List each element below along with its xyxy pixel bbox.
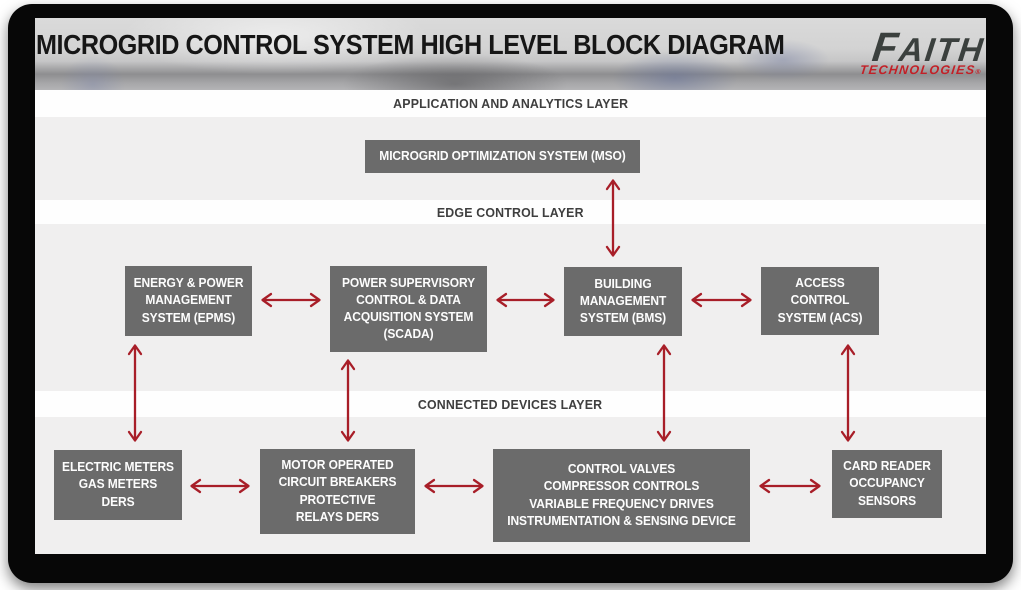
block-scada: POWER SUPERVISORY CONTROL & DATA ACQUISI…	[330, 266, 487, 352]
block-line: SYSTEM (EPMS)	[141, 310, 236, 325]
arrow-valves-card	[758, 478, 822, 494]
block-line: OCCUPANCY	[849, 476, 925, 491]
arrow-scada-breakers	[340, 358, 356, 443]
block-control-valves: CONTROL VALVES COMPRESSOR CONTROLS VARIA…	[493, 449, 750, 542]
diagram-card-frame: MICROGRID CONTROL SYSTEM HIGH LEVEL BLOC…	[8, 4, 1013, 583]
block-card-reader: CARD READER OCCUPANCY SENSORS	[832, 450, 942, 518]
block-line: GAS METERS	[78, 477, 158, 492]
layer-strip-devices: CONNECTED DEVICES LAYER	[35, 391, 986, 417]
block-line: CIRCUIT BREAKERS	[278, 475, 397, 490]
logo-subtext: TECHNOLOGIES®	[858, 62, 983, 77]
block-line: VARIABLE FREQUENCY DRIVES	[529, 496, 714, 511]
diagram-content: MICROGRID CONTROL SYSTEM HIGH LEVEL BLOC…	[35, 18, 986, 554]
logo-sub-label: TECHNOLOGIES	[858, 62, 977, 77]
layer-strip-edge: EDGE CONTROL LAYER	[35, 200, 986, 224]
block-acs: ACCESS CONTROL SYSTEM (ACS)	[761, 267, 879, 335]
logo-wordmark: FAITH	[860, 24, 986, 70]
block-line: MOTOR OPERATED	[281, 458, 394, 472]
block-line: BUILDING	[594, 276, 652, 291]
block-line: MANAGEMENT	[145, 293, 232, 308]
block-line: POWER SUPERVISORY	[341, 275, 476, 290]
block-line: ACCESS	[795, 276, 845, 291]
block-line: COMPRESSOR CONTROLS	[543, 479, 700, 494]
block-line: CONTROL VALVES	[567, 462, 676, 476]
block-line: PROTECTIVE	[299, 492, 376, 507]
block-line: INSTRUMENTATION & SENSING DEVICE	[507, 513, 736, 528]
arrow-mso-bms	[605, 178, 621, 258]
arrow-acs-card	[840, 343, 856, 443]
block-line: CONTROL	[790, 293, 850, 308]
arrow-epms-scada	[260, 292, 322, 308]
block-mso: MICROGRID OPTIMIZATION SYSTEM (MSO)	[365, 140, 640, 173]
block-bms: BUILDING MANAGEMENT SYSTEM (BMS)	[564, 267, 682, 336]
block-line: SYSTEM (BMS)	[579, 311, 667, 326]
layer-label-edge: EDGE CONTROL LAYER	[437, 204, 584, 220]
arrow-bms-acs	[690, 292, 753, 308]
block-line: (SCADA)	[383, 327, 434, 342]
block-line: MANAGEMENT	[579, 293, 667, 308]
layer-label-devices: CONNECTED DEVICES LAYER	[418, 396, 603, 412]
layer-strip-application: APPLICATION AND ANALYTICS LAYER	[35, 90, 986, 117]
block-line: RELAYS DERS	[295, 509, 380, 524]
page-title: MICROGRID CONTROL SYSTEM HIGH LEVEL BLOC…	[36, 29, 785, 60]
block-line: SYSTEM (ACS)	[777, 310, 863, 325]
arrow-bms-valves	[656, 343, 672, 443]
block-line: CARD READER	[843, 459, 931, 474]
block-circuit-breakers: MOTOR OPERATED CIRCUIT BREAKERS PROTECTI…	[260, 449, 415, 534]
block-line: ELECTRIC METERS	[62, 460, 174, 475]
arrow-meters-breakers	[189, 478, 251, 494]
block-line: ENERGY & POWER	[133, 276, 244, 291]
block-line: DERS	[101, 494, 135, 509]
block-line: ACQUISITION SYSTEM	[343, 310, 474, 324]
block-line: CONTROL & DATA	[356, 292, 461, 307]
registered-mark: ®	[974, 68, 983, 76]
block-electric-meters: ELECTRIC METERS GAS METERS DERS	[54, 450, 182, 520]
header-photo-banner: MICROGRID CONTROL SYSTEM HIGH LEVEL BLOC…	[35, 18, 986, 90]
arrow-epms-meters	[127, 343, 143, 443]
faith-technologies-logo: FAITH TECHNOLOGIES®	[858, 24, 986, 77]
layer-label-application: APPLICATION AND ANALYTICS LAYER	[392, 96, 629, 111]
block-line: SENSORS	[857, 493, 917, 508]
block-epms: ENERGY & POWER MANAGEMENT SYSTEM (EPMS)	[125, 266, 252, 336]
block-line: MICROGRID OPTIMIZATION SYSTEM (MSO)	[379, 148, 626, 163]
arrow-scada-bms	[495, 292, 556, 308]
arrow-breakers-valves	[423, 478, 485, 494]
